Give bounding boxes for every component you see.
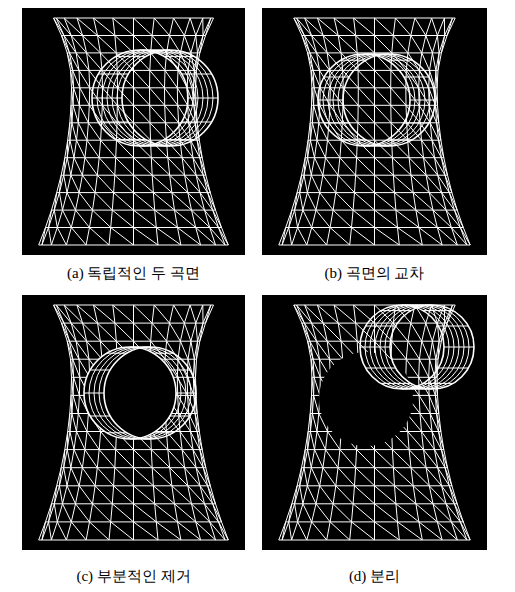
- panel-caption: (a) 독립적인 두 곡면: [22, 264, 245, 282]
- panel-caption: (c) 부분적인 제거: [22, 567, 245, 585]
- mesh-panel: [22, 8, 245, 255]
- mesh-panel: [22, 295, 245, 550]
- panel-caption: (b) 곡면의 교차: [262, 264, 487, 282]
- mesh-panel: [262, 295, 487, 550]
- panel-caption: (d) 분리: [262, 567, 487, 585]
- mesh-panel: [262, 8, 487, 255]
